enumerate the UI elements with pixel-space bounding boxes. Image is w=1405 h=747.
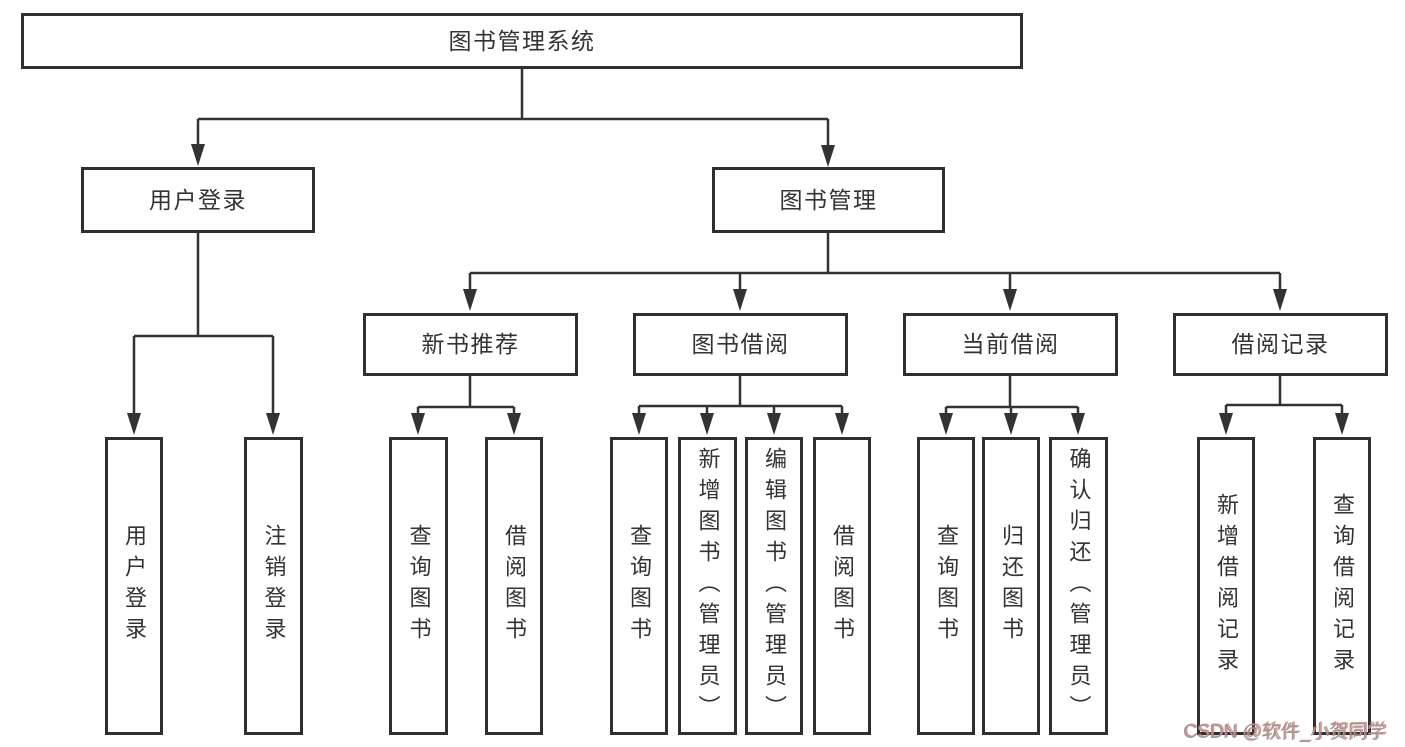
node-label: 查询图书 — [406, 524, 432, 648]
arrow-icon — [700, 413, 714, 435]
arrowheads — [127, 144, 1349, 435]
arrow-icon — [411, 413, 425, 435]
arrow-icon — [1219, 413, 1233, 435]
connector-mgmt — [468, 233, 1282, 294]
leaf-logout: 注销登录 — [244, 437, 303, 735]
leaf-borrow-books: 借阅图书 — [813, 437, 871, 735]
leaf-return-books: 归还图书 — [982, 437, 1040, 735]
arrow-icon — [1335, 413, 1349, 435]
arrow-icon — [1273, 289, 1287, 311]
connector-root — [196, 69, 830, 149]
node-book-management: 图书管理 — [712, 167, 945, 233]
leaf-confirm-return-admin: 确认归还（管理员） — [1049, 437, 1108, 735]
arrow-icon — [939, 413, 953, 435]
node-label: 注销登录 — [261, 524, 287, 648]
arrow-icon — [767, 413, 781, 435]
connector-borrow — [637, 376, 844, 420]
arrow-icon — [835, 413, 849, 435]
node-label: 用户登录 — [122, 524, 147, 648]
connector-newbooks — [416, 376, 516, 420]
node-borrow-records: 借阅记录 — [1173, 313, 1388, 376]
arrow-icon — [733, 289, 747, 311]
leaf-query-books-recommend: 查询图书 — [389, 437, 448, 735]
node-label: 借阅图书 — [830, 524, 855, 648]
leaf-user-login: 用户登录 — [105, 437, 163, 735]
node-label: 确认归还（管理员） — [1066, 446, 1092, 726]
leaf-edit-books-admin: 编辑图书（管理员） — [745, 437, 803, 735]
arrow-icon — [507, 413, 521, 435]
csdn-watermark: CSDN @软件_小贺同学 — [1183, 722, 1386, 743]
node-user-login: 用户登录 — [81, 167, 315, 233]
node-book-borrow: 图书借阅 — [633, 313, 848, 376]
arrow-icon — [632, 413, 646, 435]
node-label: 查询图书 — [934, 524, 959, 648]
arrow-icon — [191, 144, 205, 166]
arrow-icon — [1071, 413, 1085, 435]
connector-login — [132, 232, 275, 418]
node-new-book-recommend: 新书推荐 — [363, 313, 578, 376]
leaf-query-books-borrow: 查询图书 — [610, 437, 668, 735]
leaf-add-borrow-record: 新增借阅记录 — [1197, 437, 1255, 735]
arrow-icon — [1004, 413, 1018, 435]
leaf-add-books-admin: 新增图书（管理员） — [678, 437, 737, 735]
node-label: 图书借阅 — [691, 331, 790, 357]
node-label: 编辑图书（管理员） — [762, 446, 787, 726]
node-label: 查询借阅记录 — [1330, 493, 1355, 679]
node-label: 查询图书 — [627, 524, 652, 648]
node-label: 新增借阅记录 — [1214, 493, 1239, 679]
node-label: 图书管理 — [779, 186, 878, 213]
node-label: 新书推荐 — [421, 331, 520, 357]
node-root-system: 图书管理系统 — [21, 13, 1023, 69]
node-label: 借阅图书 — [502, 524, 527, 648]
arrow-icon — [463, 289, 477, 311]
arrow-icon — [821, 145, 835, 167]
arrow-icon — [127, 413, 141, 435]
arrow-icon — [266, 413, 280, 435]
node-label: 图书管理系统 — [448, 27, 596, 54]
node-label: 当前借阅 — [961, 331, 1060, 357]
connector-records — [1224, 376, 1344, 420]
node-label: 归还图书 — [999, 524, 1024, 648]
node-current-borrow: 当前借阅 — [903, 313, 1118, 376]
node-label: 新增图书（管理员） — [695, 446, 721, 726]
node-label: 用户登录 — [149, 186, 247, 213]
arrow-icon — [1003, 289, 1017, 311]
node-label: 借阅记录 — [1231, 331, 1330, 357]
leaf-borrow-books-recommend: 借阅图书 — [485, 437, 543, 735]
leaf-query-books-current: 查询图书 — [917, 437, 975, 735]
leaf-query-borrow-record: 查询借阅记录 — [1313, 437, 1371, 735]
